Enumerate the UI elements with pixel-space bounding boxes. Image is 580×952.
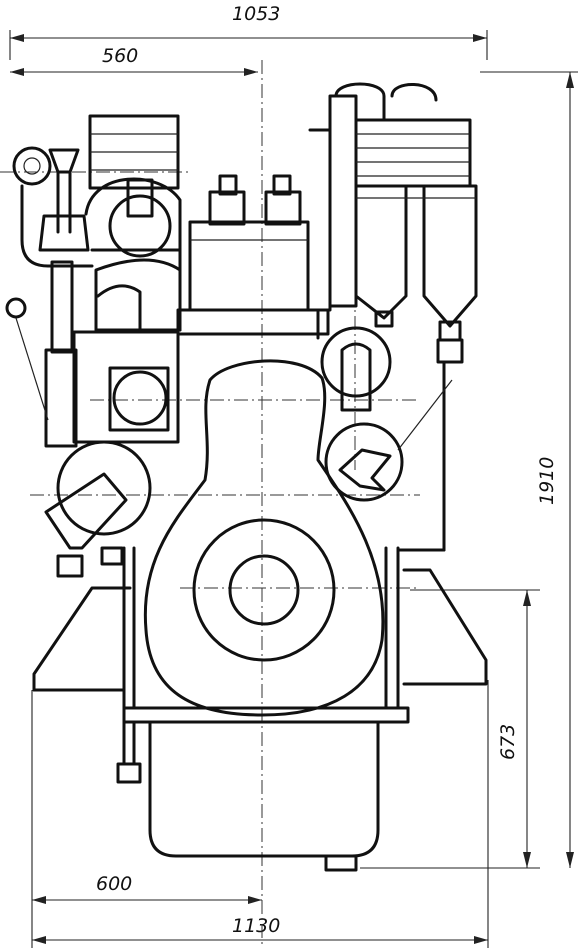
water-pump-left — [56, 440, 152, 536]
cylinder-head — [176, 174, 330, 340]
water-pump-right — [324, 422, 404, 502]
fuel-pump-left — [38, 214, 90, 252]
dimension-overall-height: 1910 — [480, 71, 578, 868]
left-top-assembly — [12, 114, 182, 332]
intercooler — [354, 118, 472, 188]
left-block — [5, 260, 180, 578]
dimension-overall-width-top: 1053 — [9, 3, 488, 60]
dimension-label-560: 560 — [102, 45, 138, 67]
dimension-half-width-top: 560 — [10, 45, 258, 76]
flywheel-ring — [192, 518, 336, 662]
oil-filter-right — [320, 326, 392, 398]
dimension-label-1910: 1910 — [536, 457, 558, 505]
governor-pulley — [12, 146, 52, 186]
crankshaft-hub — [228, 554, 300, 626]
crankcase — [143, 359, 385, 717]
dimension-label-600: 600 — [96, 873, 132, 895]
lifting-eye-left — [5, 297, 27, 319]
dimension-half-width-bottom: 600 — [31, 690, 262, 948]
filter-left — [354, 184, 408, 320]
turbocharger — [108, 194, 172, 258]
dimension-overall-width-bottom: 1130 — [32, 680, 489, 948]
oil-pan — [116, 720, 380, 872]
dimension-label-673: 673 — [497, 724, 519, 760]
right-assembly — [308, 82, 478, 552]
dimension-shaft-height: 673 — [360, 589, 540, 869]
dimension-label-1130: 1130 — [232, 915, 280, 937]
dimension-label-1053: 1053 — [232, 3, 280, 25]
mounting-feet — [32, 546, 488, 724]
